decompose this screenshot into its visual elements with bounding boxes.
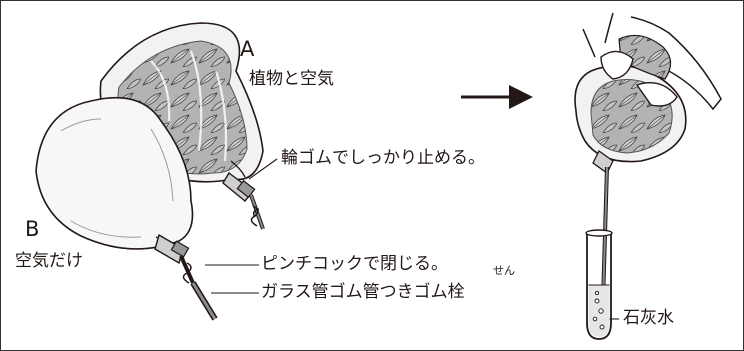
leader-lines	[205, 158, 619, 320]
stopper-b	[154, 233, 218, 321]
stopper-ruby: せん	[493, 264, 515, 277]
test-tube	[585, 166, 613, 340]
bag-a-contents: 植物と空気	[249, 69, 334, 89]
rubber-band-label: 輪ゴムでしっかり止める。	[281, 148, 485, 168]
stopper-a	[222, 171, 265, 230]
bag-b	[35, 96, 194, 250]
bag-b-contents: 空気だけ	[15, 251, 83, 271]
bubbles	[592, 290, 605, 330]
pinch-cock-label: ピンチコックで閉じる。	[261, 254, 448, 274]
bag-a-letter: A	[240, 37, 255, 61]
hands-squeezing-bag	[574, 12, 722, 174]
right-arrow-icon	[461, 85, 533, 109]
glass-tube-label: ガラス管ゴム管つきゴム栓	[261, 282, 465, 302]
bag-b-letter: B	[25, 217, 40, 241]
limewater-label: 石灰水	[623, 308, 674, 328]
